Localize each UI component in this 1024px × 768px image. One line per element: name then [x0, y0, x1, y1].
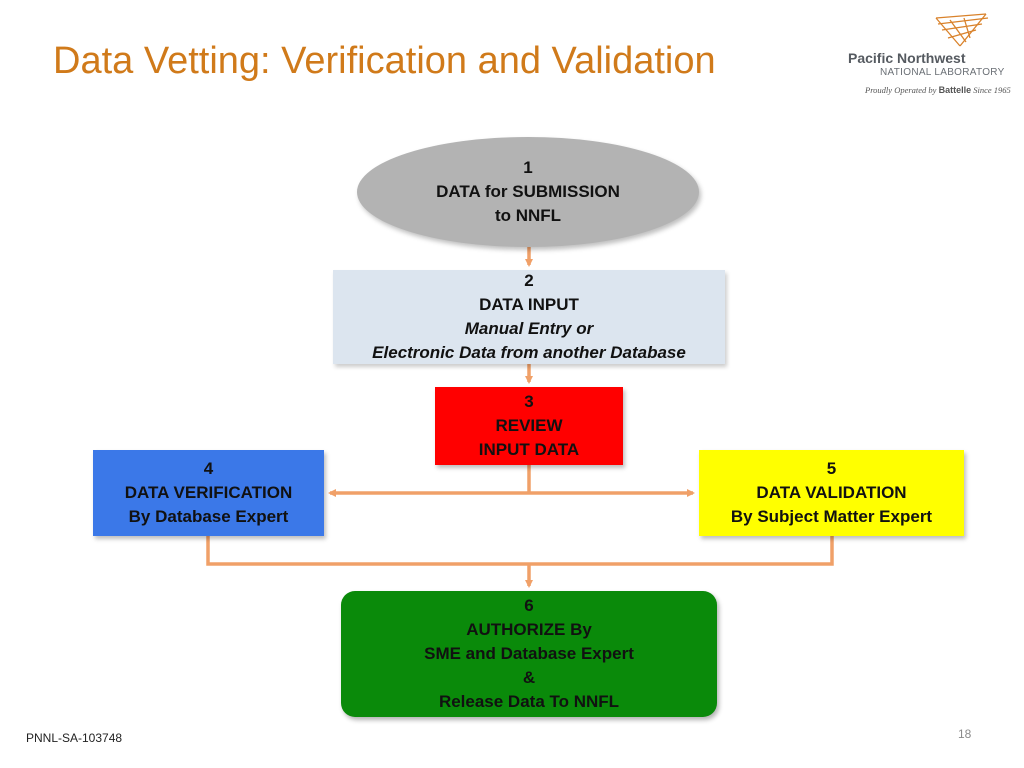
step-6-line-4: Release Data To NNFL — [438, 692, 620, 711]
step-2-line-1: DATA INPUT — [479, 295, 579, 314]
step-2-line-2: Manual Entry or — [464, 319, 594, 338]
step-1-data-submission: 1 DATA for SUBMISSION to NNFL — [357, 137, 699, 247]
step-4-line-2: By Database Expert — [128, 507, 289, 526]
step-5-line-2: By Subject Matter Expert — [730, 507, 933, 526]
logo-tagline: Proudly Operated by Battelle Since 1965 — [865, 85, 1011, 95]
logo-mark-icon — [935, 13, 989, 47]
tagline-brand: Battelle — [938, 85, 972, 95]
tagline-prefix: Proudly Operated by — [865, 85, 937, 95]
step-1-line-1: DATA for SUBMISSION — [436, 182, 620, 201]
step-6-line-3: & — [522, 668, 536, 687]
logo-org-name: Pacific Northwest — [848, 50, 966, 66]
page-number: 18 — [958, 727, 972, 741]
step-1-number: 1 — [523, 158, 533, 177]
slide-title: Data Vetting: Verification and Validatio… — [53, 40, 716, 82]
step-5-number: 5 — [826, 459, 837, 478]
step-4-data-verification: 4 DATA VERIFICATION By Database Expert — [93, 450, 324, 536]
step-2-data-input: 2 DATA INPUT Manual Entry or Electronic … — [333, 270, 725, 364]
logo-lab-name: NATIONAL LABORATORY — [880, 67, 1005, 78]
step-3-line-2: INPUT DATA — [478, 440, 580, 459]
step-3-review-input: 3 REVIEW INPUT DATA — [435, 387, 623, 465]
step-3-number: 3 — [524, 392, 534, 411]
connector-4-to-merge — [206, 536, 834, 566]
pnnl-logo: Pacific Northwest NATIONAL LABORATORY Pr… — [846, 12, 1016, 98]
step-3-line-1: REVIEW — [495, 416, 563, 435]
step-6-line-1: AUTHORIZE By — [466, 620, 592, 639]
step-5-line-1: DATA VALIDATION — [756, 483, 907, 502]
step-2-line-3: Electronic Data from another Database — [372, 343, 686, 362]
step-2-number: 2 — [524, 271, 534, 290]
step-6-authorize-release: 6 AUTHORIZE By SME and Database Expert &… — [341, 591, 717, 717]
tagline-suffix: Since 1965 — [973, 85, 1011, 95]
step-4-line-1: DATA VERIFICATION — [124, 483, 293, 502]
step-6-line-2: SME and Database Expert — [424, 644, 634, 663]
step-1-line-2: to NNFL — [494, 206, 562, 225]
step-4-number: 4 — [203, 459, 214, 478]
step-5-data-validation: 5 DATA VALIDATION By Subject Matter Expe… — [699, 450, 964, 536]
document-id: PNNL-SA-103748 — [26, 731, 123, 745]
step-6-number: 6 — [524, 596, 534, 615]
